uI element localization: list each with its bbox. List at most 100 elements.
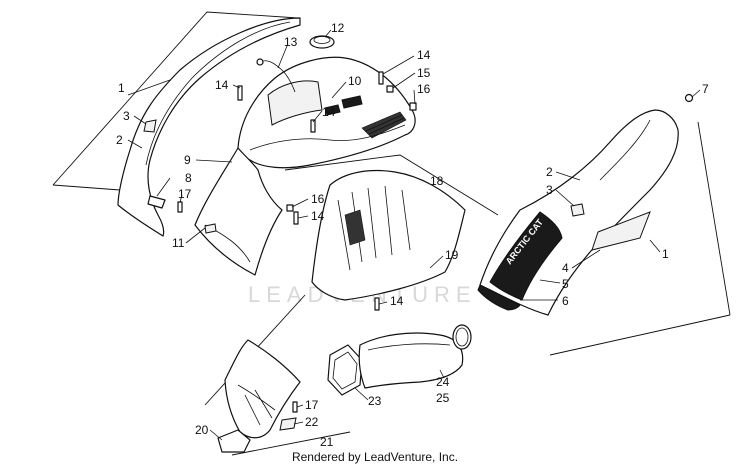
callout-6: 6: [562, 294, 569, 308]
leader-17-left: [179, 194, 183, 203]
leader-17-bottom: [296, 404, 304, 408]
group-frame-right: [549, 314, 731, 356]
bracket-base-20: [217, 429, 251, 453]
cap-ring-inner: [313, 36, 331, 44]
leader-12: [324, 29, 332, 38]
cap-ring: [309, 35, 335, 49]
callout-8: 8: [185, 171, 192, 185]
right-side-panel-badge: [570, 203, 585, 217]
leader-5: [539, 279, 561, 284]
leader-8: [156, 177, 171, 197]
liner-screw-14: [374, 297, 380, 311]
leader-lines: [127, 29, 701, 441]
callout-11: 11: [172, 236, 185, 250]
leader-2-left: [127, 139, 143, 149]
leader-9: [195, 159, 233, 163]
callout-18: 18: [430, 174, 444, 188]
air-intake-group: [327, 324, 472, 396]
leader-2-right: [555, 171, 581, 181]
leader-20: [209, 429, 223, 441]
screw-14a: [237, 85, 243, 101]
front-nose-badge: [204, 223, 217, 234]
callout-2-right: 2: [546, 165, 553, 179]
right-side-panel-group: ARCTIC CAT: [477, 93, 731, 356]
leader-14a: [232, 84, 241, 89]
leader-10: [331, 81, 347, 99]
clip-15: [386, 85, 394, 93]
screw-17: [177, 201, 183, 213]
callout-20: 20: [195, 423, 209, 437]
callout-1-left: 1: [118, 81, 125, 95]
group-frame-left: [52, 11, 299, 186]
callout-15: 15: [417, 66, 431, 80]
upper-dash-slot-2: [324, 104, 341, 116]
screw-14c: [310, 119, 316, 133]
screw-14b: [378, 71, 384, 85]
leader-11: [185, 227, 206, 244]
leader-16b: [291, 198, 309, 208]
clip-16: [409, 102, 417, 111]
left-side-panel-tab: [147, 195, 166, 209]
leader-14b: [382, 55, 415, 75]
leader-3-right: [555, 189, 575, 207]
lower-trim-6: [477, 284, 521, 311]
leader-15: [392, 72, 416, 89]
harness-connector: [256, 58, 264, 66]
leader-3-left: [133, 115, 147, 125]
callout-19: 19: [445, 248, 459, 262]
front-nose-panel: [194, 147, 283, 276]
upper-dash-slot-1: [341, 95, 363, 109]
fastener-7: [684, 93, 694, 103]
left-side-panel-group: [52, 11, 301, 237]
bracket-lines: [237, 384, 276, 426]
leader-16a: [413, 89, 416, 105]
callout-labels: 1 3 2 8 17 11 9 14 13 12 10 14 15 16 14 …: [116, 21, 709, 449]
callout-17-left: 17: [178, 187, 192, 201]
callout-5: 5: [562, 277, 569, 291]
front-nose-panel-group: [177, 147, 299, 276]
group-frame-liner: [284, 154, 499, 216]
leader-4: [571, 249, 601, 269]
callout-25: 25: [436, 391, 450, 405]
leader-24: [439, 369, 445, 379]
leader-23: [354, 387, 369, 401]
screw-17b: [292, 401, 298, 413]
intake-clamp-inner: [455, 327, 469, 347]
callout-22: 22: [305, 415, 319, 429]
callout-14-e: 14: [390, 294, 404, 308]
screw-14d: [293, 211, 299, 225]
callout-23: 23: [368, 394, 382, 408]
callout-16-a: 16: [417, 82, 431, 96]
callout-10: 10: [348, 74, 362, 88]
leader-1-left: [127, 79, 171, 96]
callout-1-right: 1: [662, 247, 669, 261]
callout-14-d: 14: [311, 209, 325, 223]
leader-19: [429, 255, 444, 269]
callout-13: 13: [284, 35, 298, 49]
intake-gasket-inner: [332, 351, 358, 390]
callout-21: 21: [320, 435, 334, 449]
intake-duct-line: [367, 343, 451, 351]
callout-12: 12: [331, 21, 345, 35]
callout-2-left: 2: [116, 133, 123, 147]
group-frame-bottom-right: [231, 431, 351, 456]
leader-14c: [312, 110, 323, 123]
callout-14-a: 14: [215, 78, 229, 92]
callout-3-left: 3: [123, 109, 130, 123]
bracket-panel: [224, 339, 301, 439]
group-frame-left-bottom: [52, 184, 121, 191]
callout-24: 24: [436, 375, 450, 389]
callout-14-c: 14: [322, 105, 336, 119]
footer-credit: Rendered by LeadVenture, Inc.: [291, 450, 459, 464]
wire-harness: [259, 60, 296, 93]
pad-22: [279, 417, 297, 431]
upper-dash-assembly: [237, 35, 417, 169]
callout-16-b: 16: [311, 192, 325, 206]
inner-liner-shadow: [344, 209, 366, 246]
left-side-panel-edge: [145, 21, 291, 166]
callout-14-b: 14: [417, 48, 431, 62]
upper-dash-vent-lines: [365, 114, 405, 135]
callout-9: 9: [184, 153, 191, 167]
group-frame-right-top: [697, 121, 731, 316]
